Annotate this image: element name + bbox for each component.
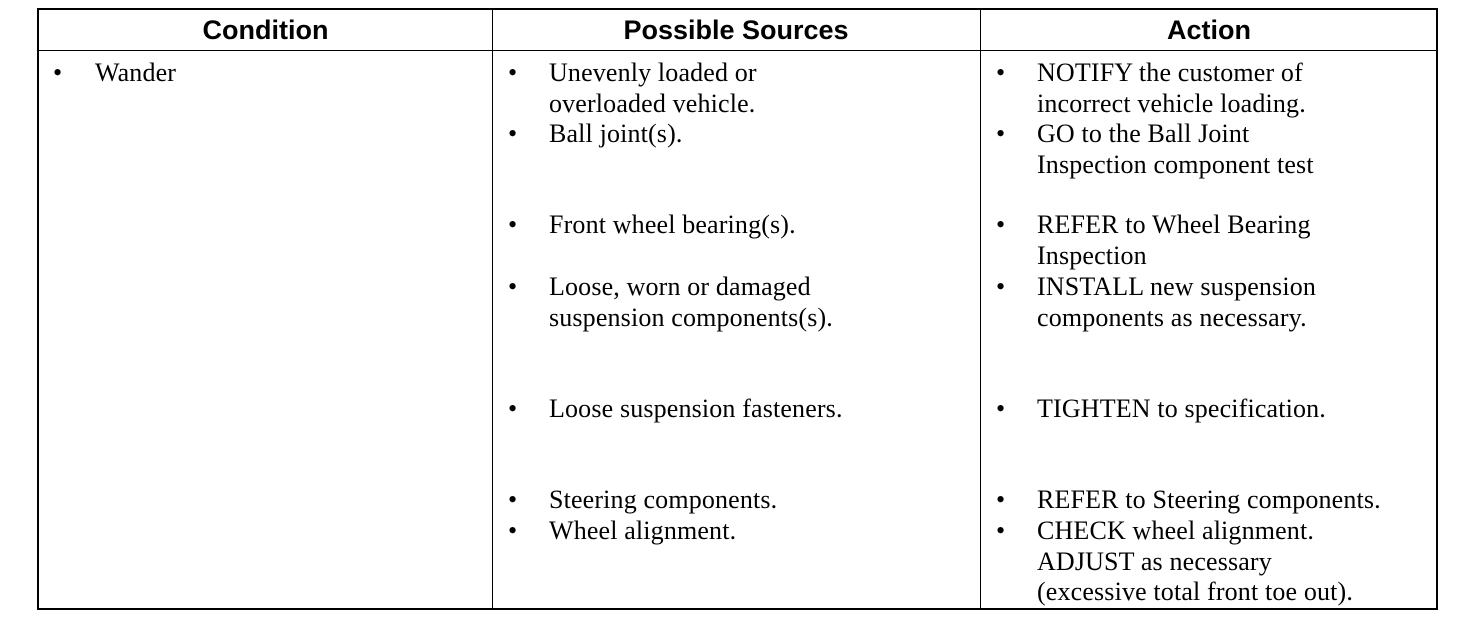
source-item-text: Ball joint(s). — [549, 119, 683, 148]
source-item-text: overloaded vehicle. — [549, 88, 756, 118]
action-item-bullet: • — [996, 394, 1006, 423]
action-item-text: TIGHTEN to specification. — [1037, 394, 1326, 423]
source-item-text: Unevenly loaded or — [549, 58, 757, 87]
source-item-text: Front wheel bearing(s). — [549, 210, 796, 239]
header-condition: Condition — [202, 15, 329, 45]
action-item-bullet: • — [996, 272, 1006, 301]
action-item-text: REFER to Wheel Bearing — [1037, 210, 1311, 239]
source-item-bullet: • — [508, 119, 518, 148]
header-action: Action — [1167, 15, 1251, 45]
condition-item-text: Wander — [95, 58, 177, 87]
action-item-text: Inspection — [1037, 240, 1147, 270]
source-item-bullet: • — [508, 210, 518, 239]
source-item-bullet: • — [508, 394, 518, 423]
source-item-text: suspension components(s). — [549, 302, 833, 332]
condition-item-bullet: • — [53, 58, 63, 87]
source-item-text: Wheel alignment. — [549, 516, 737, 545]
action-item-text: (excessive total front toe out). — [1037, 577, 1353, 606]
action-item-text: REFER to Steering components. — [1037, 485, 1381, 514]
header-divider — [39, 50, 1436, 51]
action-item-bullet: • — [996, 516, 1006, 545]
source-item-bullet: • — [508, 58, 518, 87]
action-item-bullet: • — [996, 58, 1006, 87]
source-item-text: Loose, worn or damaged — [549, 272, 811, 301]
action-item-text: components as necessary. — [1037, 302, 1307, 332]
source-item-bullet: • — [508, 485, 518, 514]
source-item-bullet: • — [508, 272, 518, 301]
action-item-text: ADJUST as necessary — [1037, 546, 1272, 576]
action-item-text: incorrect vehicle loading. — [1037, 88, 1306, 118]
action-item-text: INSTALL new suspension — [1037, 272, 1317, 301]
action-item-text: Inspection component test — [1037, 149, 1314, 179]
header-possible-sources: Possible Sources — [623, 15, 849, 45]
diagnosis-table: Condition Possible Sources Action — [37, 8, 1438, 610]
action-item-bullet: • — [996, 210, 1006, 239]
action-item-bullet: • — [996, 485, 1006, 514]
column-divider-2 — [980, 10, 981, 608]
action-item-bullet: • — [996, 119, 1006, 148]
column-divider-1 — [492, 10, 493, 608]
source-item-text: Loose suspension fasteners. — [549, 394, 843, 423]
action-item-text: NOTIFY the customer of — [1037, 58, 1303, 87]
action-item-text: CHECK wheel alignment. — [1037, 516, 1314, 545]
action-item-text: GO to the Ball Joint — [1037, 119, 1250, 148]
source-item-bullet: • — [508, 516, 518, 545]
source-item-text: Steering components. — [549, 485, 778, 514]
